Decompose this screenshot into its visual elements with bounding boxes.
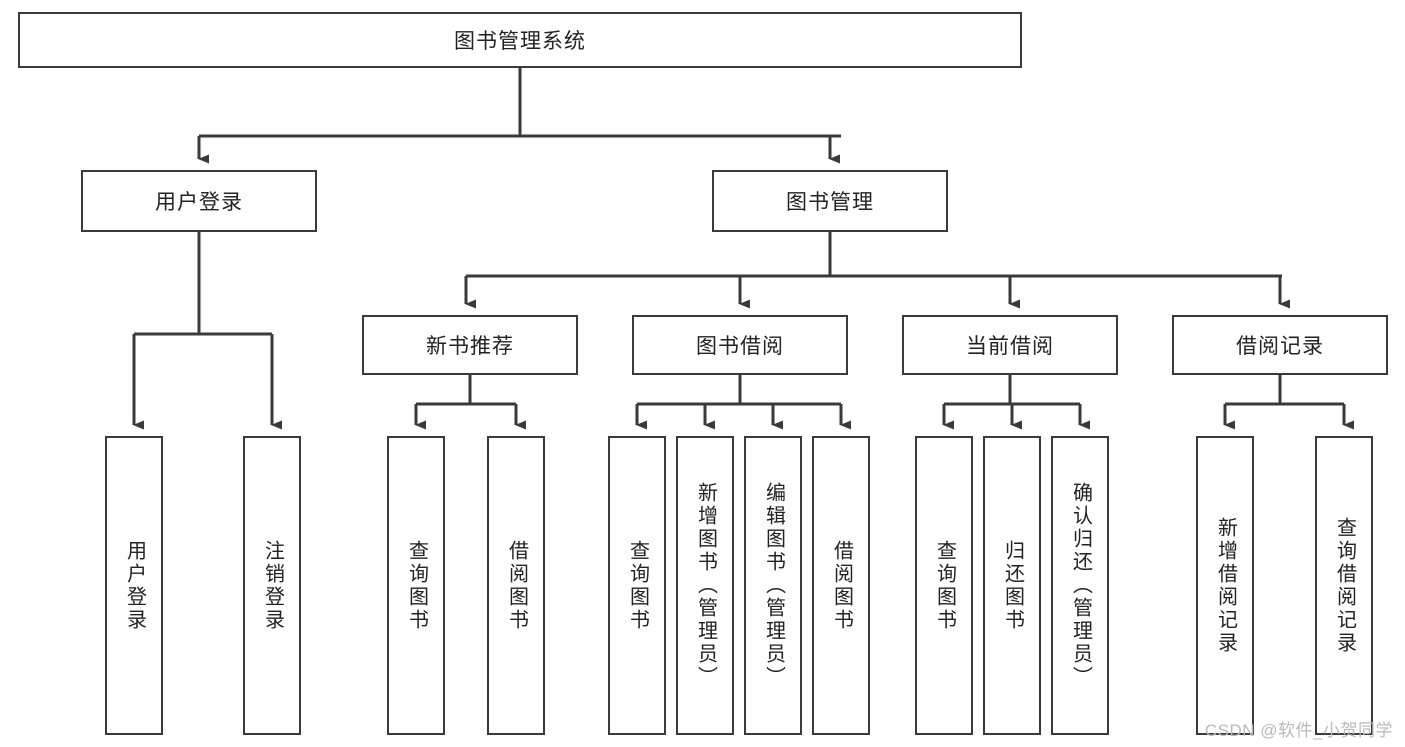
- leaf-logout[interactable]: 注销登录: [243, 436, 301, 735]
- leaf-logout-label: 注销登录: [261, 539, 284, 632]
- connector-root-to-level2: [197, 68, 841, 164]
- connector-borrow-to-leaves: [635, 375, 851, 430]
- node-new-book-recommend-label: 新书推荐: [426, 335, 514, 358]
- connector-userlogin-to-leaves: [132, 232, 282, 430]
- leaf-query-borrow-record-label: 查询借阅记录: [1333, 516, 1356, 655]
- leaf-edit-book-admin[interactable]: 编辑图书（管理员）: [744, 436, 802, 735]
- node-borrow-record-label: 借阅记录: [1236, 335, 1324, 358]
- connector-current-to-leaves: [942, 375, 1090, 430]
- leaf-return-book[interactable]: 归还图书: [983, 436, 1041, 735]
- node-current-borrow[interactable]: 当前借阅: [902, 315, 1118, 375]
- node-book-management-label: 图书管理: [786, 191, 874, 214]
- connector-record-to-leaves: [1223, 375, 1354, 430]
- node-root-system-label: 图书管理系统: [454, 30, 586, 53]
- node-book-borrow[interactable]: 图书借阅: [632, 315, 848, 375]
- leaf-borrow-book-newbook-label: 借阅图书: [505, 539, 528, 632]
- leaf-add-book-admin[interactable]: 新增图书（管理员）: [676, 436, 734, 735]
- leaf-borrow-book-newbook[interactable]: 借阅图书: [487, 436, 545, 735]
- node-new-book-recommend[interactable]: 新书推荐: [362, 315, 578, 375]
- leaf-return-book-label: 归还图书: [1001, 539, 1024, 632]
- node-user-login[interactable]: 用户登录: [81, 170, 317, 232]
- leaf-query-book-borrow-label: 查询图书: [626, 539, 649, 632]
- leaf-query-borrow-record[interactable]: 查询借阅记录: [1315, 436, 1373, 735]
- node-book-borrow-label: 图书借阅: [696, 335, 784, 358]
- node-current-borrow-label: 当前借阅: [966, 335, 1054, 358]
- leaf-borrow-book[interactable]: 借阅图书: [812, 436, 870, 735]
- node-user-login-label: 用户登录: [155, 191, 243, 214]
- node-book-management[interactable]: 图书管理: [712, 170, 948, 232]
- leaf-add-borrow-record-label: 新增借阅记录: [1214, 516, 1237, 655]
- leaf-confirm-return-admin[interactable]: 确认归还（管理员）: [1051, 436, 1109, 735]
- leaf-confirm-return-admin-label: 确认归还（管理员）: [1069, 482, 1092, 689]
- leaf-user-login-label: 用户登录: [123, 539, 146, 632]
- leaf-user-login[interactable]: 用户登录: [105, 436, 163, 735]
- leaf-add-borrow-record[interactable]: 新增借阅记录: [1196, 436, 1254, 735]
- leaf-query-book-current-label: 查询图书: [933, 539, 956, 632]
- leaf-query-book-current[interactable]: 查询图书: [915, 436, 973, 735]
- node-borrow-record[interactable]: 借阅记录: [1172, 315, 1388, 375]
- watermark: CSDN @软件_小贺同学: [1204, 721, 1393, 740]
- leaf-edit-book-admin-label: 编辑图书（管理员）: [762, 482, 785, 689]
- connector-newbook-to-leaves: [414, 375, 526, 430]
- node-root-system[interactable]: 图书管理系统: [18, 12, 1022, 68]
- connector-bookmgmt-to-level3: [464, 232, 1290, 309]
- leaf-query-book-newbook[interactable]: 查询图书: [387, 436, 445, 735]
- leaf-query-book-newbook-label: 查询图书: [405, 539, 428, 632]
- leaf-add-book-admin-label: 新增图书（管理员）: [694, 482, 717, 689]
- leaf-borrow-book-label: 借阅图书: [830, 539, 853, 632]
- leaf-query-book-borrow[interactable]: 查询图书: [608, 436, 666, 735]
